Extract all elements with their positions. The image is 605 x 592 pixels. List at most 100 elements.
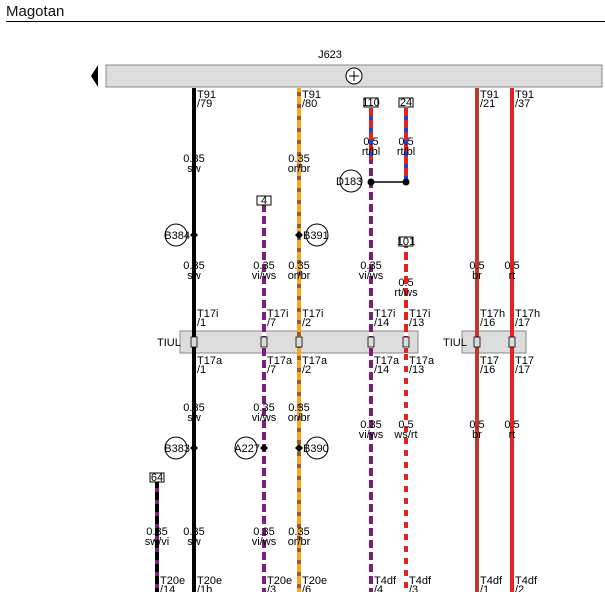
w4-seg2-label-a: 0.35: [360, 260, 381, 272]
w2-seg4-label-b: vi/ws: [252, 536, 277, 548]
w7-pin-in-b: /17: [515, 317, 530, 329]
w1-pin-out-b: /1: [197, 364, 206, 376]
w5-ref2: 101: [397, 236, 415, 248]
w1-seg3-label-b: sw: [187, 412, 201, 424]
w7-seg2-label-a: 0.5: [504, 260, 519, 272]
ground-symbol-icon: [345, 67, 363, 85]
w3-pin-in-a: T17i: [302, 308, 323, 320]
w2-pin-out-b: /7: [267, 364, 276, 376]
w7-pin-out-b: /17: [515, 364, 530, 376]
w5-seg1-label-a: 0.5: [398, 136, 413, 148]
w6-seg3-label-b: br: [472, 429, 482, 441]
w1-node2-dot: [190, 444, 198, 452]
wire-w5-segment-0: [404, 108, 408, 182]
w6-top-pin-a: T91: [480, 89, 499, 101]
w4-bottom-pin-b: /4: [374, 584, 383, 592]
w7-seg2-label-b: rt: [509, 270, 516, 282]
junction-label: D183: [336, 176, 362, 188]
w1-node2-ring: [164, 436, 188, 460]
w3-seg3-label-a: 0.35: [288, 402, 309, 414]
w5-bottom-pin-a: T4df: [409, 575, 432, 587]
w2-bottom-pin-a: T20e: [267, 575, 292, 587]
w2-seg2-label-b: vi/ws: [252, 270, 277, 282]
w1-seg1-label-a: 0.35: [183, 153, 204, 165]
w1-pin-mark: [190, 336, 198, 348]
w4-ref-box: [363, 97, 379, 108]
w1-node-dot: [190, 231, 198, 239]
w1-top-pin-b: /79: [197, 98, 212, 110]
w2-seg2-label-a: 0.35: [253, 260, 274, 272]
w3-seg4-label-b: or/br: [288, 536, 311, 548]
w5-pin-out-b: /13: [409, 364, 424, 376]
w3-pin-out-a: T17a: [302, 355, 328, 367]
wire-w2-segment-0: [262, 205, 266, 592]
w2-seg4-label-a: 0.35: [253, 526, 274, 538]
wire-w5-segment-1: [404, 246, 408, 353]
w3-pin-in-b: /2: [302, 317, 311, 329]
w3-pin-out-b: /2: [302, 364, 311, 376]
w1-seg4-label-a: 0.35: [183, 526, 204, 538]
w5-seg2-label-b: rt/ws: [394, 287, 418, 299]
w3-node-dot: [295, 231, 303, 239]
w4-seg1-label-b: rt/bl: [362, 146, 380, 158]
w7-bottom-pin-a: T4df: [515, 575, 538, 587]
w7-pin-mark: [508, 336, 516, 348]
w7-bottom-pin-b: /2: [515, 584, 524, 592]
w5-bottom-pin-b: /3: [409, 584, 418, 592]
w7-seg3-label-a: 0.5: [504, 419, 519, 431]
w3-seg3-label-b: or/br: [288, 412, 311, 424]
wire-w8-segment-0: [155, 482, 159, 592]
w7-top-pin-b: /37: [515, 98, 530, 110]
w3-node2-dot: [295, 444, 303, 452]
w6-pin-in-b: /16: [480, 317, 495, 329]
w3-bottom-pin-b: /6: [302, 584, 311, 592]
page-title: Magotan: [6, 3, 65, 20]
w2-seg3-label-a: 0.35: [253, 402, 274, 414]
w4-seg3-label-b: vi/ws: [359, 429, 384, 441]
w2-pin-in-a: T17i: [267, 308, 288, 320]
w3-top-pin-a: T91: [302, 89, 321, 101]
junction-d183: D183: [336, 169, 410, 193]
tiul-left-label: TIUL: [157, 337, 181, 349]
w5-pin-mark: [402, 336, 410, 348]
w2-bottom-pin-b: /3: [267, 584, 276, 592]
w2-ref-box: [256, 195, 272, 206]
w5-pin-in-b: /13: [409, 317, 424, 329]
w1-top-pin-a: T91: [197, 89, 216, 101]
w2-node2: A227: [234, 443, 260, 455]
w7-top-pin-a: T91: [515, 89, 534, 101]
w4-seg1-label-a: 0.5: [363, 136, 378, 148]
w3-node-ring: [305, 223, 329, 247]
ecu-label: J623: [318, 49, 342, 61]
wire-w5-segment-2: [404, 353, 408, 592]
w1-pin-in-b: /1: [197, 317, 206, 329]
w4-ref: 110: [362, 97, 380, 109]
w4-bottom-pin-a: T4df: [374, 575, 397, 587]
w8-bottom-pin-a: T20e: [160, 575, 185, 587]
w6-seg2-label-b: br: [472, 270, 482, 282]
tiul-right-label: TIUL: [443, 337, 467, 349]
w7-seg3-label-b: rt: [509, 429, 516, 441]
connector-strip: TIUL TIUL: [157, 330, 527, 354]
w2-pin-out-a: T17a: [267, 355, 293, 367]
left-arrow-icon: [91, 65, 98, 87]
w2-pin-mark: [260, 336, 268, 348]
w6-pin-in-a: T17h: [480, 308, 505, 320]
w5-seg3-label-b: ws/rt: [393, 429, 417, 441]
w5-ref-box: [398, 97, 414, 108]
w4-pin-in-a: T17i: [374, 308, 395, 320]
w8-seg4-label-b: sw/vi: [145, 536, 169, 548]
w7-pin-out-a: T17: [515, 355, 534, 367]
w8-ref-box: [149, 472, 165, 483]
title-rule: [6, 21, 605, 22]
w2-pin-in-b: /7: [267, 317, 276, 329]
w3-top-pin-b: /80: [302, 98, 317, 110]
w2-ref: 4: [261, 195, 267, 207]
w1-seg4-label-b: sw: [187, 536, 201, 548]
w3-seg2-label-a: 0.35: [288, 260, 309, 272]
wire-w4-segment-1: [369, 160, 373, 592]
w6-seg2-label-a: 0.5: [469, 260, 484, 272]
w3-pin-mark: [295, 336, 303, 348]
w3-node2-ring: [305, 436, 329, 460]
